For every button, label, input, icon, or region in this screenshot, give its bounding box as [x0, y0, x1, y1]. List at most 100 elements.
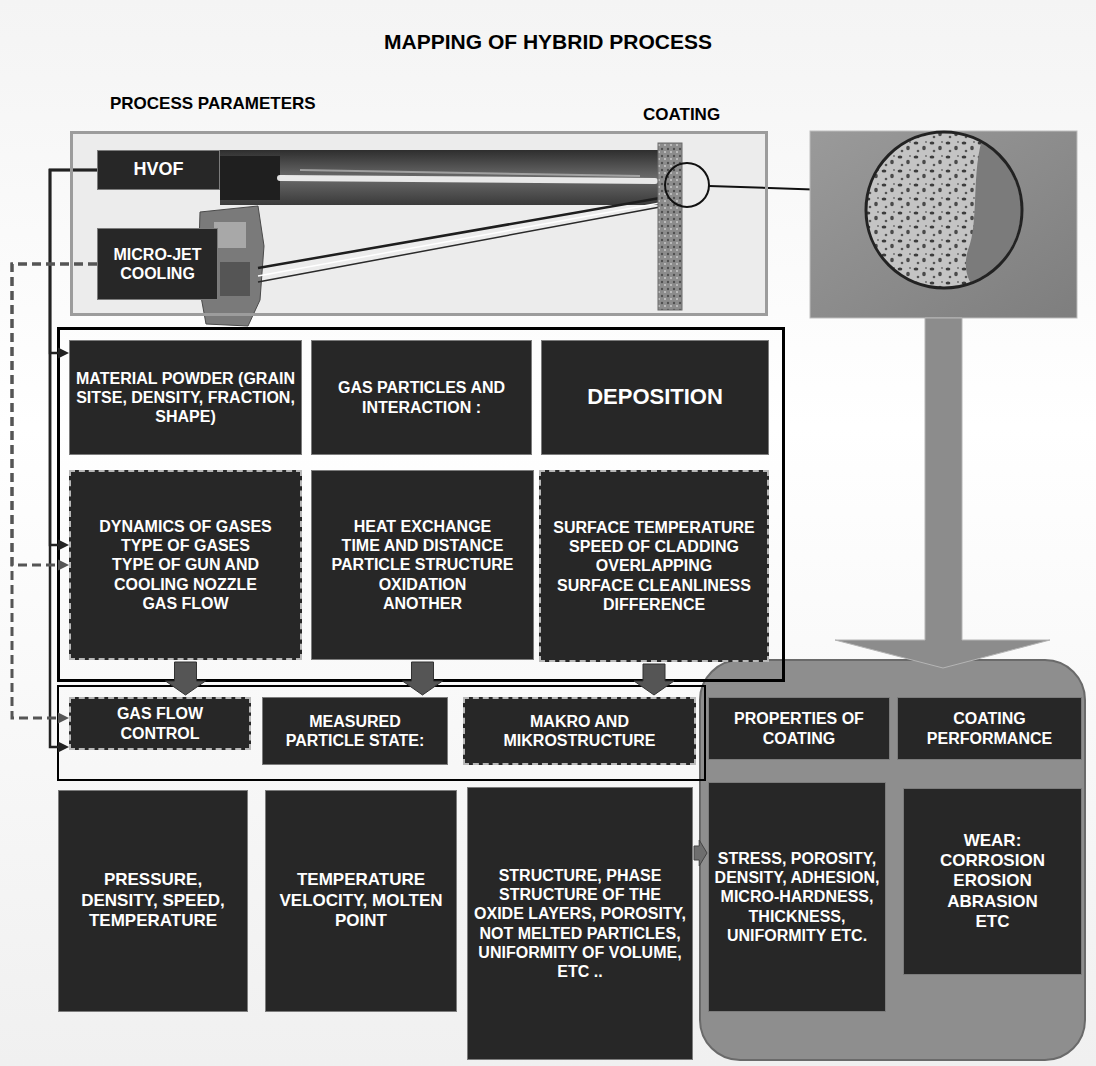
box-body: GAS FLOW CONTROL: [76, 704, 244, 742]
box-body: PROPERTIES OF COATING: [714, 709, 884, 747]
box-text: MATERIAL POWDER (GRAIN SITSE, DENSITY, F…: [75, 369, 296, 427]
micrograph-box: [810, 131, 1077, 318]
box-body: SURFACE TEMPERATURESPEED OF CLADDINGOVER…: [546, 518, 762, 614]
cooling-jet: [258, 203, 660, 276]
box-body: DEPOSITION: [547, 384, 763, 410]
process-panel: PROCESS PARAMETERSHVOFMICRO-JET COOLING: [70, 131, 768, 316]
connector-line: [50, 170, 97, 747]
connector: [166, 662, 206, 695]
process-box: GAS PARTICLES AND INTERACTION :: [311, 340, 532, 455]
box-body: COATING PERFORMANCE: [903, 709, 1076, 747]
block-arrow: [403, 662, 443, 695]
box-text: PROPERTIES OF COATING: [714, 709, 884, 747]
box-body: MATERIAL POWDER (GRAIN SITSE, DENSITY, F…: [75, 369, 296, 427]
box-text: STRUCTURE, PHASE STRUCTURE OF THE OXIDE …: [473, 866, 687, 981]
result-arrow: [835, 318, 1050, 668]
cooling-jet: [258, 198, 660, 268]
process-box: HVOF: [97, 150, 220, 190]
box-text: HEAT EXCHANGE: [317, 517, 528, 536]
box-body: WEAR:CORROSIONEROSIONABRASIONETC: [909, 831, 1076, 933]
arrow-head: [58, 742, 69, 753]
box-body: MAKRO AND MIKROSTRUCTURE: [470, 712, 689, 750]
process-box: MAKRO AND MIKROSTRUCTURE: [463, 697, 696, 765]
micrograph-rim: [866, 132, 1022, 288]
box-body: MICRO-JET COOLING: [103, 245, 212, 283]
box-text: WEAR:: [909, 831, 1076, 851]
results-panel: [700, 660, 1085, 1060]
box-text: PRESSURE, DENSITY, SPEED, TEMPERATURE: [64, 870, 242, 931]
box-text: GAS FLOW: [76, 594, 295, 613]
box-text: SPEED OF CLADDING: [546, 537, 762, 556]
process-box: COATING PERFORMANCE: [897, 697, 1082, 760]
arrow-head: [58, 540, 69, 551]
process-box: SURFACE TEMPERATURESPEED OF CLADDINGOVER…: [539, 470, 769, 662]
hvof-flame: [280, 178, 655, 181]
block-arrow: [694, 840, 707, 866]
process-box: GAS FLOW CONTROL: [69, 697, 251, 750]
box-text: SURFACE TEMPERATURE: [546, 518, 762, 537]
block-arrow: [166, 662, 206, 695]
process-box: WEAR:CORROSIONEROSIONABRASIONETC: [903, 788, 1082, 975]
box-text: MICRO-JET COOLING: [103, 245, 212, 283]
cooling-jet: [258, 207, 660, 282]
arrow-head: [58, 560, 69, 571]
box-body: HEAT EXCHANGETIME AND DISTANCEPARTICLE S…: [317, 517, 528, 613]
box-text: DEPOSITION: [547, 384, 763, 410]
process-box: DEPOSITION: [541, 340, 769, 455]
process-box: DYNAMICS OF GASESTYPE OF GASESTYPE OF GU…: [69, 470, 302, 660]
process-box: HEAT EXCHANGETIME AND DISTANCEPARTICLE S…: [311, 470, 534, 660]
box-text: EROSION: [909, 871, 1076, 891]
process-box: PRESSURE, DENSITY, SPEED, TEMPERATURE: [58, 790, 248, 1012]
box-text: GAS PARTICLES AND INTERACTION :: [317, 378, 526, 416]
box-text: STRESS, POROSITY, DENSITY, ADHESION, MIC…: [714, 849, 880, 945]
box-text: COATING PERFORMANCE: [903, 709, 1076, 747]
box-body: TEMPERATURE VELOCITY, MOLTEN POINT: [271, 870, 451, 931]
diagram-title: MAPPING OF HYBRID PROCESS: [0, 30, 1096, 54]
box-text: ABRASION: [909, 892, 1076, 912]
panel-heading: PROCESS PARAMETERS: [110, 94, 316, 114]
box-body: MEASURED PARTICLE STATE:: [268, 712, 442, 750]
box-text: TYPE OF GASES: [76, 536, 295, 555]
box-body: DYNAMICS OF GASESTYPE OF GASESTYPE OF GU…: [76, 517, 295, 613]
box-body: GAS PARTICLES AND INTERACTION :: [317, 378, 526, 416]
box-text: OVERLAPPING: [546, 556, 762, 575]
process-box: STRUCTURE, PHASE STRUCTURE OF THE OXIDE …: [467, 787, 693, 1060]
box-text: SURFACE CLEANLINESS: [546, 576, 762, 595]
box-body: STRESS, POROSITY, DENSITY, ADHESION, MIC…: [714, 849, 880, 945]
box-text: GAS FLOW CONTROL: [76, 704, 244, 742]
connector: [694, 840, 707, 866]
box-body: HVOF: [103, 159, 214, 181]
arrow-head: [58, 713, 69, 724]
arrow-head: [58, 348, 69, 359]
connector-line: [50, 170, 97, 353]
box-text: CORROSION: [909, 851, 1076, 871]
group-outline: [59, 329, 784, 681]
connector: [634, 664, 674, 695]
box-text: OXIDATION: [317, 575, 528, 594]
connector: [403, 662, 443, 695]
box-text: ETC: [909, 912, 1076, 932]
box-text: DIFFERENCE: [546, 595, 762, 614]
process-box: PROPERTIES OF COATING: [708, 697, 890, 760]
microjet-device: [220, 262, 250, 296]
connector: [50, 170, 97, 753]
box-text: HVOF: [103, 159, 214, 181]
box-text: MEASURED PARTICLE STATE:: [268, 712, 442, 750]
process-box: MICRO-JET COOLING: [97, 228, 218, 300]
box-text: PARTICLE STRUCTURE: [317, 555, 528, 574]
process-box: TEMPERATURE VELOCITY, MOLTEN POINT: [265, 790, 457, 1012]
box-text: ANOTHER: [317, 594, 528, 613]
box-text: DYNAMICS OF GASES: [76, 517, 295, 536]
hvof-gun: [220, 150, 660, 205]
zoom-circle: [665, 163, 709, 207]
coating-strip: [658, 143, 682, 310]
panel-ground: [70, 131, 768, 316]
box-text: TIME AND DISTANCE: [317, 536, 528, 555]
group-outline: [58, 686, 705, 780]
box-body: PRESSURE, DENSITY, SPEED, TEMPERATURE: [64, 870, 242, 931]
process-box: MATERIAL POWDER (GRAIN SITSE, DENSITY, F…: [69, 340, 302, 455]
hvof-nozzle: [220, 156, 280, 200]
process-box: MEASURED PARTICLE STATE:: [262, 697, 448, 765]
hvof-flame: [300, 170, 640, 176]
